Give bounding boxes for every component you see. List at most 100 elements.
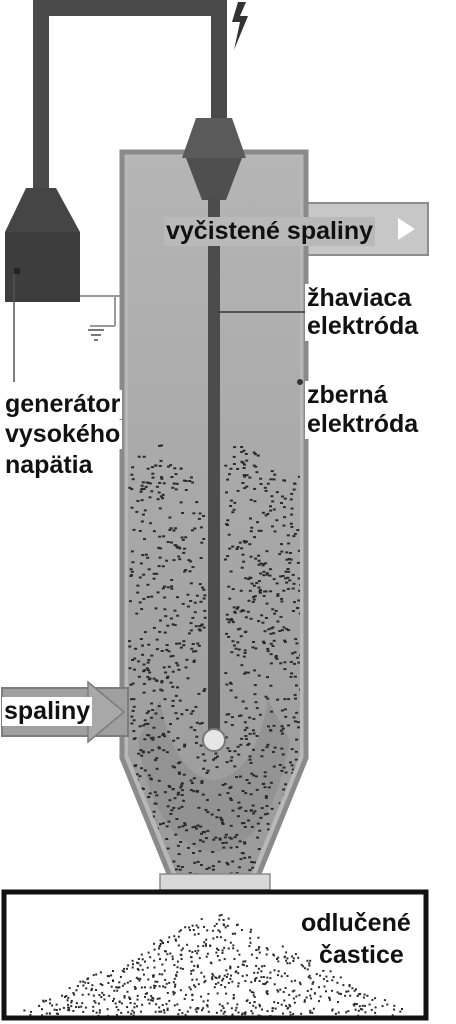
dust-particle	[146, 722, 150, 725]
dust-particle	[176, 686, 179, 689]
dust-particle	[201, 793, 205, 796]
dust-particle	[269, 781, 273, 784]
dust-particle	[180, 536, 184, 539]
dust-particle	[282, 788, 286, 791]
dust-particle	[112, 1000, 114, 1002]
dust-particle	[318, 1000, 320, 1003]
dust-particle	[144, 485, 148, 488]
dust-particle	[180, 782, 184, 785]
dust-particle	[202, 515, 206, 517]
dust-particle	[82, 1010, 85, 1013]
dust-particle	[146, 669, 150, 672]
dust-particle	[229, 785, 233, 788]
dust-particle	[146, 992, 149, 995]
dust-particle	[90, 987, 93, 990]
dust-particle	[337, 1001, 339, 1004]
dust-particle	[226, 519, 230, 522]
dust-particle	[86, 978, 89, 981]
dust-particle	[175, 939, 177, 942]
dust-particle	[129, 600, 132, 603]
dust-particle	[130, 722, 134, 725]
dust-particle	[331, 979, 334, 982]
dust-particle	[147, 659, 151, 662]
dust-particle	[148, 482, 152, 485]
dust-particle	[212, 838, 216, 841]
dust-particle	[189, 476, 193, 479]
dust-particle	[126, 1006, 129, 1008]
dust-particle	[262, 982, 265, 985]
dust-particle	[245, 965, 248, 968]
dust-particle	[190, 529, 194, 532]
dust-particle	[311, 1011, 314, 1014]
dust-particle	[266, 676, 269, 679]
dust-particle	[79, 980, 82, 983]
dust-particle	[142, 488, 146, 490]
label-collecting-electrode-line1: zberná	[305, 381, 390, 410]
dust-particle	[237, 753, 241, 756]
dust-particle	[158, 973, 161, 976]
dust-particle	[218, 959, 221, 962]
electrode-weight	[202, 728, 226, 752]
dust-particle	[164, 615, 168, 618]
dust-particle	[145, 881, 149, 883]
dust-particle	[297, 599, 300, 602]
dust-particle	[151, 736, 155, 739]
dust-particle	[271, 645, 275, 647]
dust-particle	[383, 999, 386, 1002]
dust-particle	[239, 610, 243, 613]
dust-particle	[255, 964, 258, 967]
dust-particle	[213, 925, 216, 928]
dust-particle	[157, 953, 160, 956]
dust-particle	[192, 777, 196, 780]
dust-particle	[178, 930, 181, 933]
dust-particle	[252, 584, 256, 587]
dust-particle	[308, 964, 311, 967]
dust-particle	[123, 970, 126, 973]
dust-particle	[196, 642, 200, 645]
dust-particle	[310, 997, 313, 1000]
dust-particle	[249, 617, 253, 620]
dust-particle	[81, 1002, 84, 1005]
dust-particle	[175, 818, 179, 820]
dust-particle	[213, 757, 217, 760]
dust-particle	[149, 778, 153, 781]
dust-particle	[163, 1009, 165, 1012]
dust-particle	[229, 965, 232, 968]
dust-particle	[225, 491, 228, 494]
dust-particle	[176, 793, 180, 796]
dust-particle	[263, 630, 267, 633]
dust-particle	[281, 945, 284, 948]
dust-particle	[189, 779, 193, 782]
dust-particle	[280, 629, 284, 632]
dust-particle	[149, 986, 152, 989]
dust-particle	[284, 771, 288, 774]
dust-particle	[238, 541, 242, 544]
dust-particle	[138, 601, 142, 604]
dust-particle	[251, 804, 255, 807]
dust-particle	[217, 860, 221, 863]
dust-particle	[311, 982, 314, 985]
dust-particle	[166, 624, 170, 627]
dust-particle	[179, 953, 182, 956]
dust-particle	[148, 496, 152, 499]
dust-particle	[245, 459, 249, 462]
dust-particle	[163, 969, 166, 972]
dust-particle	[211, 978, 214, 981]
dust-particle	[158, 464, 162, 467]
dust-particle	[269, 590, 273, 593]
dust-particle	[240, 451, 244, 453]
dust-particle	[176, 546, 180, 549]
dust-particle	[128, 640, 131, 643]
dust-particle	[263, 964, 266, 967]
dust-particle	[289, 1011, 292, 1014]
dust-particle	[233, 610, 237, 613]
dust-particle	[261, 1008, 263, 1011]
dust-particle	[309, 1011, 312, 1014]
dust-particle	[260, 970, 263, 973]
dust-particle	[49, 1012, 51, 1015]
dust-particle	[169, 723, 172, 726]
dust-particle	[206, 952, 209, 955]
dust-particle	[218, 918, 221, 921]
dust-particle	[263, 775, 267, 778]
